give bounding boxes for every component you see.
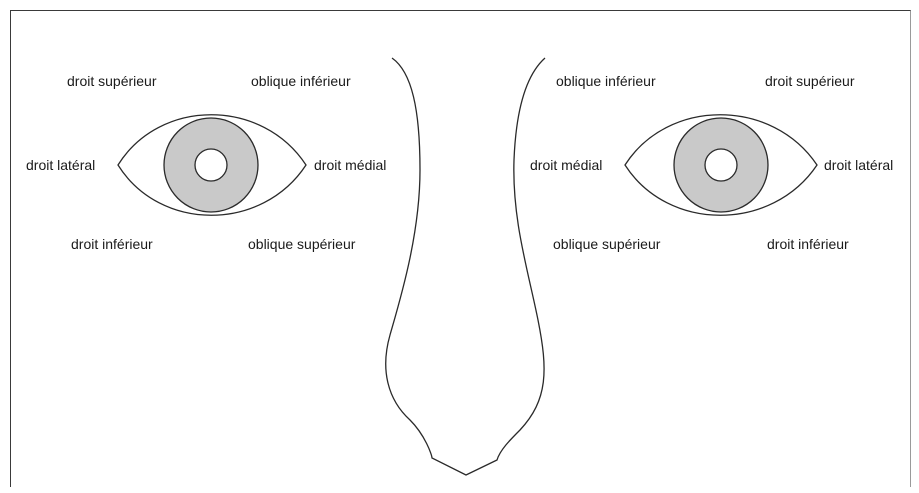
left-label-droit-superieur: droit supérieur: [67, 73, 157, 89]
right-pupil: [705, 149, 737, 181]
left-label-droit-inferieur: droit inférieur: [71, 236, 153, 252]
right-label-oblique-inferieur: oblique inférieur: [556, 73, 656, 89]
left-label-droit-medial: droit médial: [314, 157, 386, 173]
left-eye: [118, 115, 306, 216]
right-label-droit-inferieur: droit inférieur: [767, 236, 849, 252]
right-eye: [625, 115, 817, 216]
nose-outline: [386, 58, 545, 475]
left-label-oblique-inferieur: oblique inférieur: [251, 73, 351, 89]
left-pupil: [195, 149, 227, 181]
right-label-oblique-superieur: oblique supérieur: [553, 236, 660, 252]
right-label-droit-superieur: droit supérieur: [765, 73, 855, 89]
right-label-droit-medial: droit médial: [530, 157, 602, 173]
left-label-oblique-superieur: oblique supérieur: [248, 236, 355, 252]
left-label-droit-lateral: droit latéral: [26, 157, 95, 173]
right-label-droit-lateral: droit latéral: [824, 157, 893, 173]
